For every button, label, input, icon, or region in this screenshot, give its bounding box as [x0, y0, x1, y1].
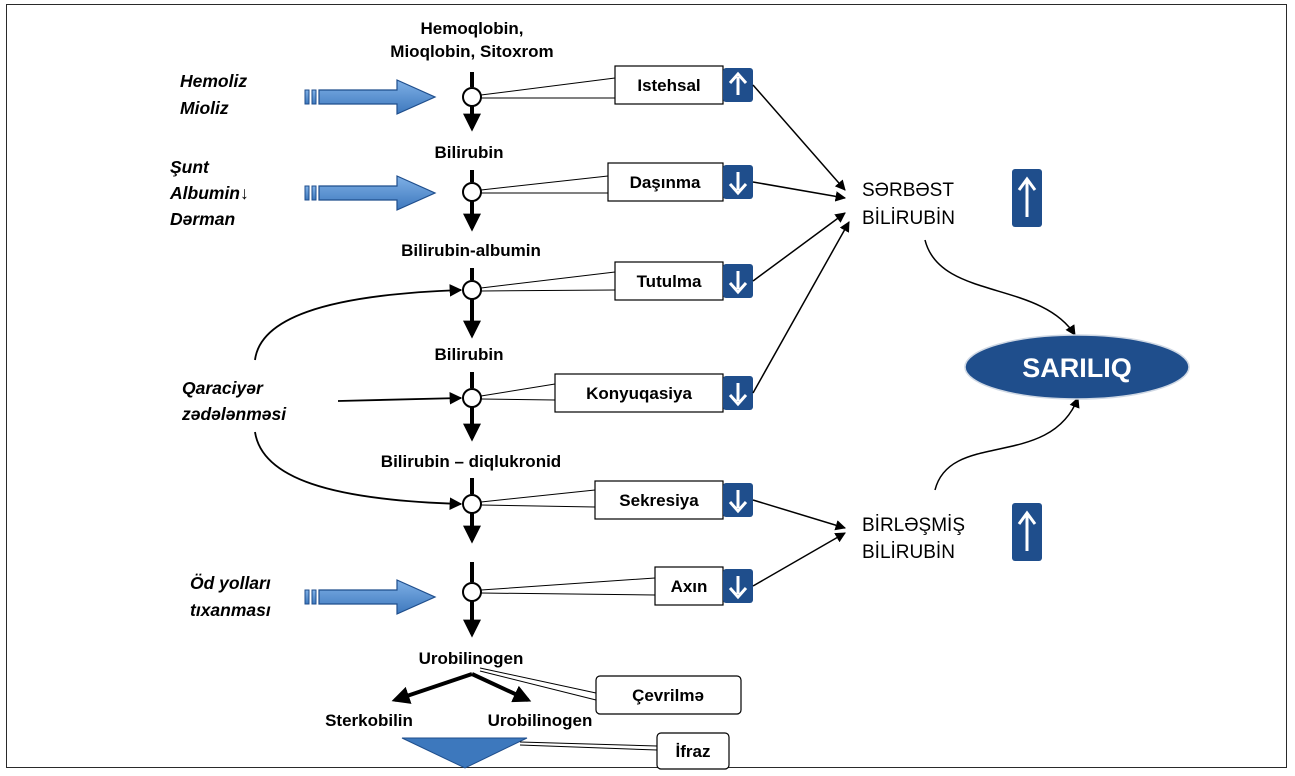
cause-liver: Qaraciyər [182, 378, 264, 398]
step-konyuqasiya: Konyuqasiya [554, 373, 755, 413]
label-sterkobilin: Sterkobilin [325, 711, 413, 730]
liver-arrow-uptake [254, 284, 463, 361]
label-urobilinogen-2: Urobilinogen [488, 711, 593, 730]
callout-lines [479, 77, 658, 751]
outcome-free-line2: BİLİRUBİN [862, 208, 955, 229]
arrow-down-icon [721, 481, 755, 519]
arrow-down-icon [721, 567, 755, 605]
cause-liver-damage: zədələnməsi [181, 404, 287, 424]
excretion-triangle [401, 737, 528, 769]
jaundice-oval [964, 334, 1190, 400]
outcome-conjugated-line2: BİLİRUBİN [862, 542, 955, 563]
step-label-axin: Axın [671, 577, 708, 596]
urobilinogen-split [391, 672, 532, 704]
step-cevrilme: Çevrilmə [595, 675, 742, 715]
step-sekresiya: Sekresiya [594, 480, 755, 520]
main-pathway [462, 72, 482, 638]
label-hemoglobin: Hemoqlobin, [421, 19, 524, 38]
step-istehsal: Istehsal [614, 65, 755, 105]
step-label-dasinma: Daşınma [630, 173, 701, 192]
arrow-up-icon-free-bilirubin [1010, 167, 1044, 229]
step-axin: Axın [654, 566, 755, 606]
step-label-cevrilme: Çevrilmə [632, 686, 704, 705]
step-label-ifraz: İfraz [676, 742, 711, 761]
outcome-arrows [752, 84, 1080, 587]
step-label-tutulma: Tutulma [637, 272, 702, 291]
jaundice-label: SARILIQ [1022, 353, 1132, 383]
arrow-down-icon [721, 163, 755, 201]
cause-shunt: Şunt [170, 157, 210, 177]
liver-arrow-conjugation [337, 391, 463, 405]
cause-bile-ducts: Öd yolları [190, 573, 271, 593]
step-ifraz: İfraz [656, 732, 730, 770]
blue-arrow-obstruction [304, 579, 436, 615]
cause-myolysis: Mioliz [180, 98, 229, 118]
arrow-up-icon [721, 66, 755, 104]
blue-arrow-transport [304, 175, 436, 211]
cause-drug: Dərman [170, 209, 235, 229]
label-bilirubin-albumin: Bilirubin-albumin [401, 241, 541, 260]
liver-arrow-secretion [254, 431, 463, 510]
label-urobilinogen: Urobilinogen [419, 649, 524, 668]
cause-albumin: Albumin↓ [169, 183, 249, 203]
blue-arrow-hemolysis [304, 79, 436, 115]
step-label-konyuqasiya: Konyuqasiya [586, 384, 692, 403]
label-bilirubin-2: Bilirubin [435, 345, 504, 364]
outcome-free-line1: SƏRBƏST [862, 180, 954, 201]
label-bilirubin-1: Bilirubin [435, 143, 504, 162]
arrow-up-icon-conjugated-bilirubin [1010, 501, 1044, 563]
diagram-frame [6, 4, 1287, 768]
arrow-down-icon [721, 262, 755, 300]
step-tutulma: Tutulma [614, 261, 755, 301]
step-dasinma: Daşınma [607, 162, 755, 202]
label-myoglobin-cytochrome: Mioqlobin, Sitoxrom [390, 42, 553, 61]
outcome-conjugated-line1: BİRLƏŞMİŞ [862, 515, 965, 536]
step-label-sekresiya: Sekresiya [619, 491, 699, 510]
cause-obstruction: tıxanması [190, 600, 271, 620]
label-diglucuronide: Bilirubin – diqlukronid [381, 452, 561, 471]
arrow-down-icon [721, 374, 755, 412]
cause-hemolysis: Hemoliz [180, 71, 247, 91]
step-label-istehsal: Istehsal [637, 76, 700, 95]
